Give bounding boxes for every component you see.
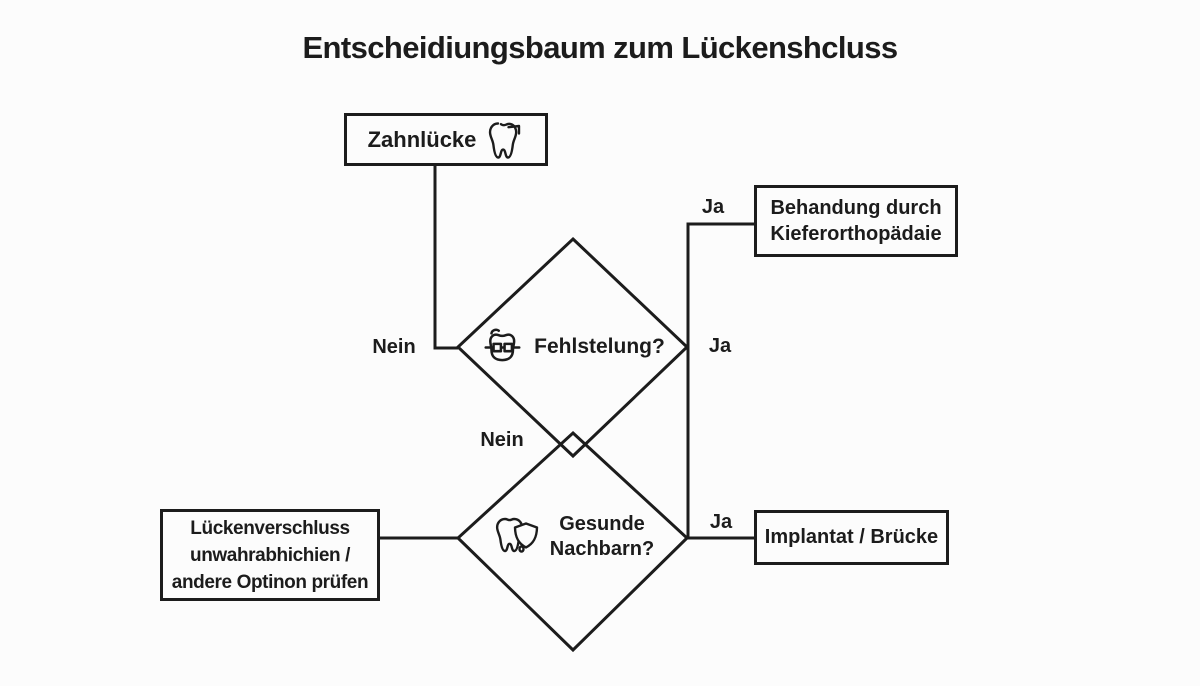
node-outcome-alternative: Lückenverschluss unwahrabhichien / ander… — [160, 509, 380, 601]
outcome-alternative-line2: unwahrabhichien / — [190, 544, 350, 566]
outcome-alternative-line3: andere Optinon prüfen — [171, 571, 369, 593]
edge-label-decision1-ja: Ja — [708, 335, 732, 357]
outcome-alternative-line1: Lückenverschluss — [190, 517, 350, 539]
outcome-orthodontics-line2: Kieferorthopädaie — [770, 223, 942, 245]
edge-right-rail — [686, 222, 754, 540]
decision-neighbors-line1: Gesunde — [559, 513, 645, 535]
decision1-diamond — [455, 236, 690, 459]
page-title: Entscheidiungsbaum zum Lückenshcluss — [302, 30, 898, 65]
decision2-diamond — [455, 430, 690, 653]
node-decision-neighbors: Gesunde Nachbarn? — [466, 504, 680, 570]
outcome-orthodontics-line1: Behandung durch — [770, 197, 942, 219]
node-decision-misalignment: Fehlstelung? — [463, 322, 683, 372]
decision-misalignment-label: Fehlstelung? — [534, 335, 665, 358]
edge-label-start-nein: Nein — [372, 336, 416, 358]
node-start-label: Zahnlücke — [367, 126, 477, 152]
edge-label-implant-ja: Ja — [709, 511, 733, 533]
edge-label-between-nein: Nein — [480, 429, 524, 451]
edge-start-to-decision1 — [433, 166, 458, 350]
tooth-shield-icon — [492, 514, 542, 560]
outcome-implant-label: Implantat / Brücke — [764, 526, 939, 548]
edge-label-ortho-ja: Ja — [701, 196, 725, 218]
node-start: Zahnlücke — [344, 113, 548, 166]
braces-icon — [481, 326, 525, 368]
node-outcome-implant: Implantat / Brücke — [754, 510, 949, 565]
node-outcome-orthodontics: Behandung durch Kieferorthopädaie — [754, 185, 958, 257]
tooth-icon — [486, 119, 524, 161]
decision-neighbors-label: Gesunde Nachbarn? — [550, 512, 654, 562]
decision-neighbors-line2: Nachbarn? — [549, 538, 655, 560]
